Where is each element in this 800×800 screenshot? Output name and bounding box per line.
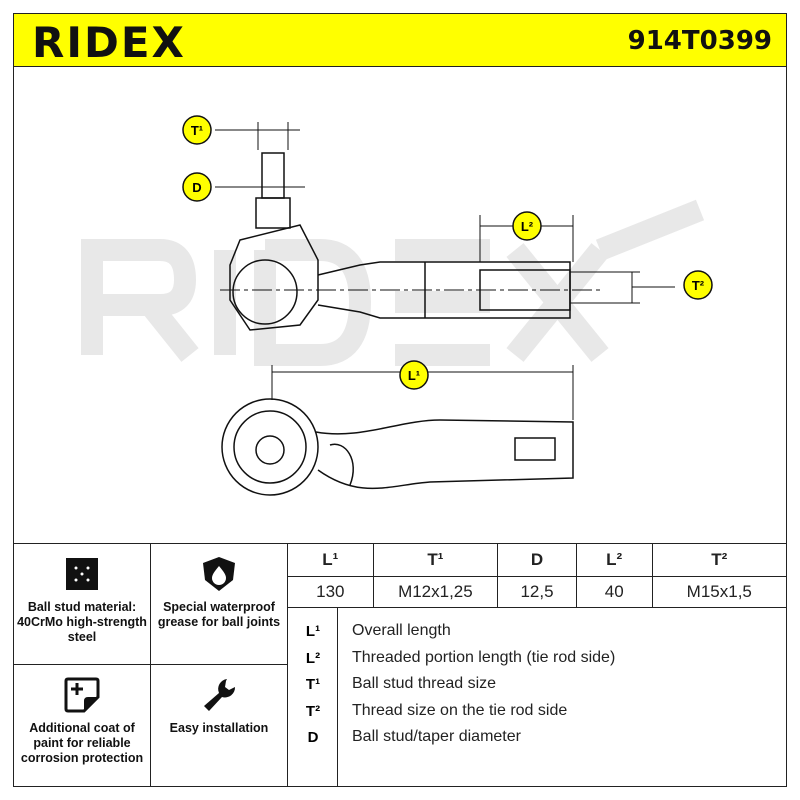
spec-table: L¹ T¹ D L² T² 130 M12x1,25 12,5 40 M15x1… [287,543,787,608]
header-bar: RIDEX 914T0399 [13,13,787,67]
watermark-logo [81,199,705,366]
feature-text: Special waterproof grease for ball joint… [157,600,281,629]
spec-header: L¹ [288,544,374,576]
spec-value-row: 130 M12x1,25 12,5 40 M15x1,5 [288,577,786,607]
spec-header: D [498,544,577,576]
label-t1: T¹ [191,123,203,138]
technical-drawing: T¹ D L² T² L¹ [14,67,786,543]
spec-header: T¹ [374,544,499,576]
feature-paint: Additional coat of paint for reliable co… [13,664,151,787]
label-t2: T² [692,278,705,293]
spec-value: M15x1,5 [686,582,752,601]
feature-material: Ball stud material: 40CrMo high-strength… [13,543,151,665]
part-number: 914T0399 [627,26,772,56]
feature-text: Ball stud material: 40CrMo high-strength… [17,600,147,644]
label-l1: L¹ [408,368,420,383]
wrench-icon [204,679,236,711]
spec-value: 40 [577,577,653,607]
spec-value: 130 [288,577,374,607]
material-grid-icon [66,558,98,590]
feature-text: Easy installation [169,721,269,735]
feature-installation: Easy installation [150,664,288,787]
spec-header: L² [577,544,653,576]
brand-logo: RIDEX [32,18,186,67]
shield-drop-icon [203,557,235,591]
label-d: D [192,180,201,195]
spec-value: 12,5 [498,577,577,607]
feature-grease: Special waterproof grease for ball joint… [150,543,288,665]
spec-header-row: L¹ T¹ D L² T² [288,544,786,577]
label-l2: L² [521,219,534,234]
feature-text: Additional coat of paint for reliable co… [20,721,144,765]
paint-coat-icon [64,677,100,713]
spec-value: M12x1,25 [374,577,499,607]
spec-header: T² [711,550,728,569]
